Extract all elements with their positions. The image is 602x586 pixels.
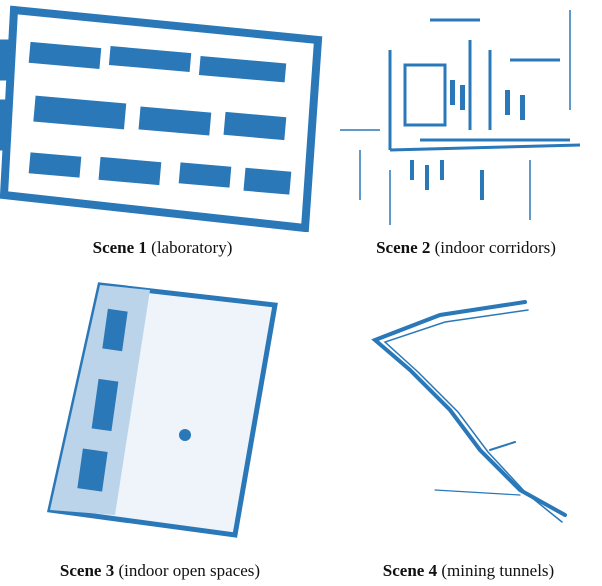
scene-3-map <box>30 280 290 550</box>
scene-label: Scene 1 <box>92 238 147 257</box>
scene-4-map <box>350 290 600 540</box>
scene-description: (indoor corridors) <box>434 238 556 257</box>
scene-1-caption: Scene 1 (laboratory) <box>0 238 325 258</box>
scene-1-map <box>0 0 325 232</box>
scene-label: Scene 3 <box>59 561 115 580</box>
scene-4-caption: Scene 4 (mining tunnels) <box>335 561 602 581</box>
scene-label: Scene 2 <box>376 238 431 257</box>
scene-2-caption: Scene 2 (indoor corridors) <box>330 238 602 258</box>
scene-3-caption: Scene 3 (indoor open spaces) <box>10 561 310 581</box>
scene-2-map <box>330 0 602 232</box>
scene-description: (mining tunnels) <box>441 561 555 580</box>
scene-description: (laboratory) <box>151 238 233 257</box>
scene-description: (indoor open spaces) <box>118 561 261 580</box>
scene-label: Scene 4 <box>382 561 438 580</box>
